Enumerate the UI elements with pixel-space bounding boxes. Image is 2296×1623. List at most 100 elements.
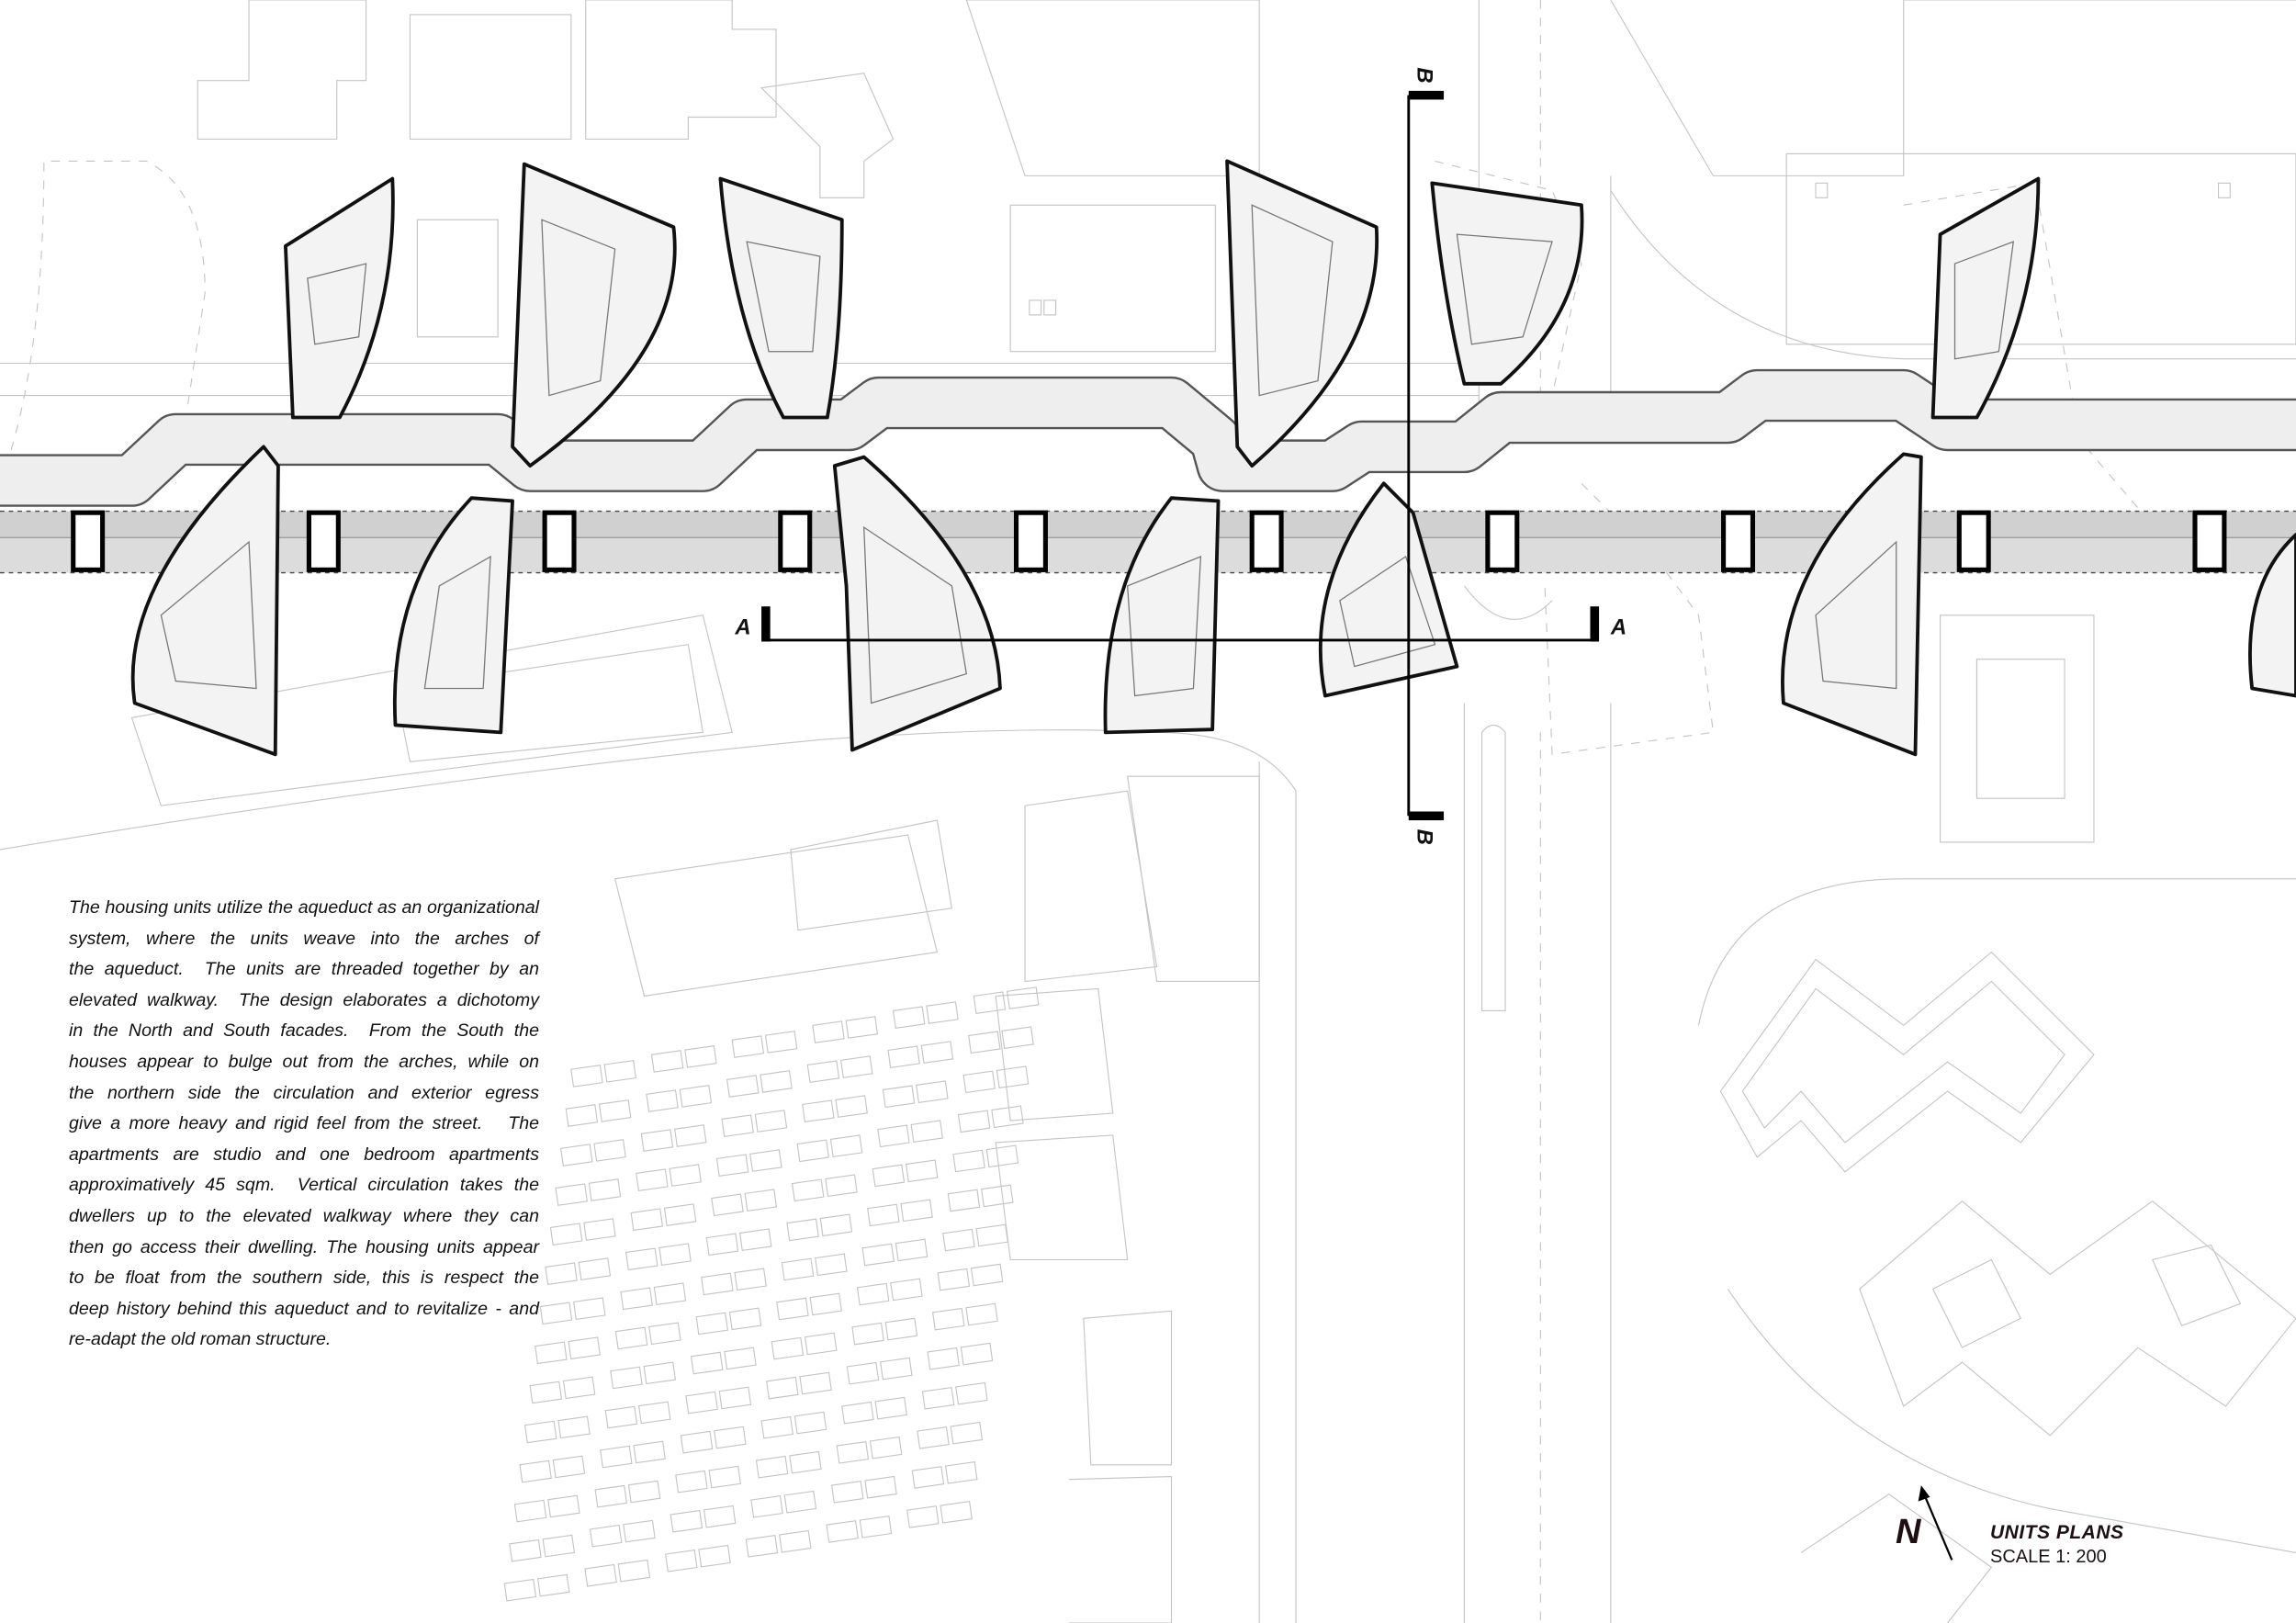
parking-space	[593, 1139, 626, 1162]
parking-space	[872, 1164, 906, 1188]
parking-space	[859, 1515, 893, 1538]
parking-space	[796, 1139, 830, 1163]
parking-space	[867, 1203, 900, 1227]
parking-space	[711, 1193, 744, 1217]
parking-space	[670, 1509, 703, 1533]
parking-space	[653, 1282, 687, 1306]
unit-north-2	[511, 162, 677, 468]
parking-space	[600, 1445, 633, 1469]
parking-space	[640, 1129, 674, 1152]
parking-space	[952, 1149, 985, 1173]
parking-lots	[503, 986, 1040, 1602]
parking-space	[799, 1371, 832, 1395]
parking-space	[598, 1099, 632, 1122]
parking-space	[931, 1307, 965, 1331]
elevated-walkway	[0, 368, 2296, 507]
section-a-right-label: A	[1610, 615, 1626, 640]
unit-south-5	[1318, 481, 1459, 698]
parking-space	[509, 1538, 542, 1562]
parking-space	[552, 1455, 586, 1479]
parking-space	[625, 1247, 658, 1271]
unit-south-6	[1781, 452, 1923, 757]
unit-south-1	[130, 445, 280, 757]
parking-space	[560, 1144, 593, 1167]
parking-space	[884, 1317, 918, 1341]
parking-space	[610, 1366, 643, 1390]
parking-space	[968, 1031, 1001, 1054]
project-description: The housing units utilize the aqueduct a…	[69, 893, 539, 1356]
parking-space	[802, 1099, 835, 1123]
parking-space	[549, 1223, 583, 1245]
parking-space	[754, 1110, 788, 1133]
parking-space	[636, 1168, 669, 1191]
description-line: the aqueduct. The units are threaded tog…	[69, 959, 539, 980]
aqueduct-pier	[778, 510, 813, 572]
parking-space	[555, 1183, 588, 1206]
parking-space	[535, 1341, 568, 1365]
parking-space	[927, 1347, 960, 1370]
parking-space	[675, 1470, 708, 1493]
parking-space	[880, 1357, 913, 1381]
description-line: system, where the units weave into the a…	[69, 928, 539, 949]
parking-space	[766, 1376, 799, 1400]
parking-space	[783, 1490, 817, 1514]
parking-space	[705, 1233, 739, 1257]
parking-space	[703, 1505, 737, 1528]
parking-space	[806, 1060, 840, 1083]
parking-space	[864, 1475, 897, 1499]
parking-space	[648, 1322, 681, 1346]
parking-space	[856, 1282, 890, 1306]
parking-space	[570, 1065, 603, 1088]
unit-north-3	[718, 176, 844, 420]
parking-space	[620, 1287, 653, 1311]
parking-space	[755, 1455, 789, 1479]
parking-space	[724, 1347, 757, 1370]
parking-space	[718, 1386, 752, 1410]
parking-space	[882, 1085, 916, 1109]
description-line: elevated walkway. The design elaborates …	[69, 989, 539, 1010]
parking-space	[845, 1016, 879, 1039]
parking-space	[991, 1105, 1024, 1129]
parking-space	[603, 1060, 636, 1083]
aqueduct-pier	[2192, 510, 2227, 572]
parking-space	[940, 1501, 973, 1524]
parking-space	[786, 1218, 819, 1242]
parking-space	[965, 1302, 998, 1326]
parking-space	[594, 1484, 627, 1508]
parking-space	[749, 1149, 782, 1172]
parking-space	[617, 1559, 651, 1583]
parking-space	[947, 1189, 981, 1212]
parking-space	[985, 1144, 1019, 1168]
parking-space	[643, 1361, 677, 1385]
parking-space	[536, 1573, 570, 1597]
parking-space	[825, 1174, 858, 1198]
parking-space	[887, 1045, 920, 1069]
unit-south-3	[832, 455, 1002, 752]
parking-space	[745, 1535, 779, 1558]
parking-space	[513, 1499, 547, 1523]
housing-units	[130, 159, 2296, 757]
parking-space	[861, 1243, 895, 1267]
parking-space	[955, 1381, 988, 1405]
parking-space	[819, 1213, 853, 1237]
description-line: to be float from the southern side, this…	[69, 1268, 539, 1289]
parking-space	[623, 1519, 656, 1543]
parking-space	[562, 1376, 596, 1400]
parking-space	[674, 1124, 707, 1147]
parking-space	[573, 1297, 606, 1321]
aqueduct-pier	[306, 510, 341, 572]
parking-space	[869, 1436, 903, 1460]
parking-space	[921, 1386, 955, 1410]
parking-space	[973, 991, 1007, 1015]
aqueduct-pier	[1956, 510, 1991, 572]
parking-space	[584, 1563, 617, 1587]
parking-space	[578, 1257, 612, 1280]
parking-space	[715, 1154, 749, 1178]
parking-space	[760, 1415, 793, 1439]
parking-space	[684, 1045, 717, 1068]
parking-space	[614, 1326, 648, 1350]
description-line: then go access their dwelling. The housi…	[69, 1236, 539, 1257]
unit-north-6	[1930, 176, 2041, 420]
unit-north-1	[283, 176, 395, 420]
